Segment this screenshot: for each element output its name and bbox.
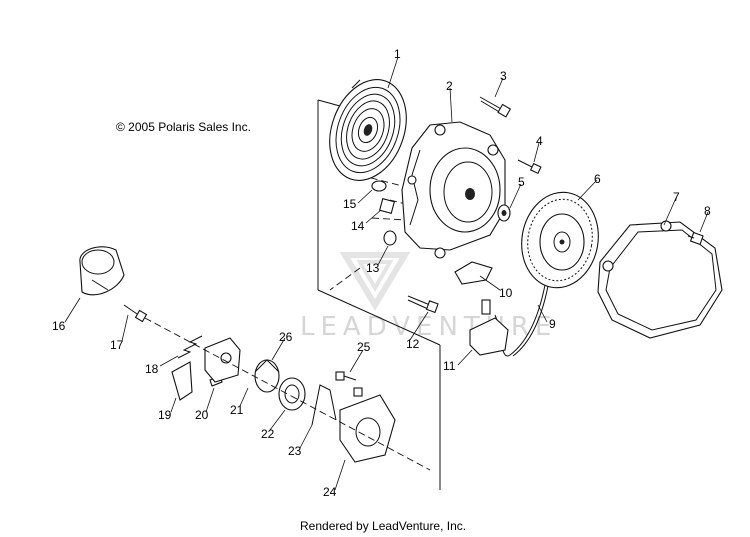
- footer-text: Rendered by LeadVenture, Inc.: [300, 519, 466, 533]
- callout-7: 7: [673, 190, 680, 204]
- centerline-lower: [144, 317, 431, 471]
- watermark-logo: [339, 252, 411, 311]
- watermark-text: LEADVENTURE: [300, 312, 557, 342]
- callout-16: 16: [52, 319, 66, 333]
- callout-14: 14: [351, 219, 365, 233]
- callout-leaders: [64, 56, 709, 491]
- callout-8: 8: [704, 204, 711, 218]
- part-25-screws: [335, 371, 363, 397]
- part-22-seal: [278, 377, 306, 411]
- callout-labels: 1 2 3 4 5 6 7 8 9 10 11 12 13 14 15 16 1…: [52, 47, 711, 499]
- callout-19: 19: [158, 408, 172, 422]
- callout-17: 17: [110, 338, 124, 352]
- callout-9: 9: [549, 317, 556, 331]
- part-12-bolt: [407, 295, 439, 314]
- callout-2: 2: [446, 79, 453, 93]
- part-17-bolt: [123, 304, 148, 323]
- part-21-ratchet: [204, 337, 241, 383]
- part-11-switch: [469, 299, 509, 356]
- part-6-pulley: [521, 191, 599, 289]
- part-4-bolt: [517, 159, 542, 175]
- callout-12: 12: [406, 337, 420, 351]
- callout-10: 10: [499, 286, 513, 300]
- part-10-handle: [454, 261, 493, 285]
- callout-21: 21: [230, 403, 244, 417]
- part-15-washer: [371, 180, 387, 192]
- callout-4: 4: [536, 134, 543, 148]
- callout-22: 22: [261, 427, 275, 441]
- part-2-starter-housing: [401, 121, 506, 259]
- part-18-spring: [177, 335, 203, 359]
- part-16-cup: [79, 246, 125, 296]
- part-5-washer: [497, 204, 511, 222]
- callout-11: 11: [443, 359, 456, 373]
- callout-13: 13: [366, 261, 380, 275]
- callout-6: 6: [594, 172, 601, 186]
- callout-3: 3: [500, 69, 507, 83]
- copyright-text: © 2005 Polaris Sales Inc.: [116, 120, 251, 134]
- callout-20: 20: [195, 408, 209, 422]
- part-3-bolt: [479, 96, 512, 118]
- part-19-pawl: [171, 361, 193, 401]
- callout-5: 5: [518, 175, 525, 189]
- callout-23: 23: [288, 444, 302, 458]
- callout-15: 15: [343, 197, 357, 211]
- part-7-cover: [597, 220, 723, 339]
- part-1-recoil-spring: [329, 79, 407, 181]
- callout-26: 26: [279, 330, 293, 344]
- part-23-wire-spring: [311, 384, 337, 426]
- part-8-screw: [687, 231, 704, 246]
- part-14-nut: [378, 197, 396, 215]
- callout-1: 1: [394, 47, 401, 61]
- callout-18: 18: [145, 362, 159, 376]
- callout-24: 24: [323, 485, 337, 499]
- part-26-drum: [254, 359, 280, 393]
- callout-25: 25: [357, 340, 371, 354]
- part-13-bushing: [383, 230, 397, 246]
- part-24-plate: [339, 394, 396, 463]
